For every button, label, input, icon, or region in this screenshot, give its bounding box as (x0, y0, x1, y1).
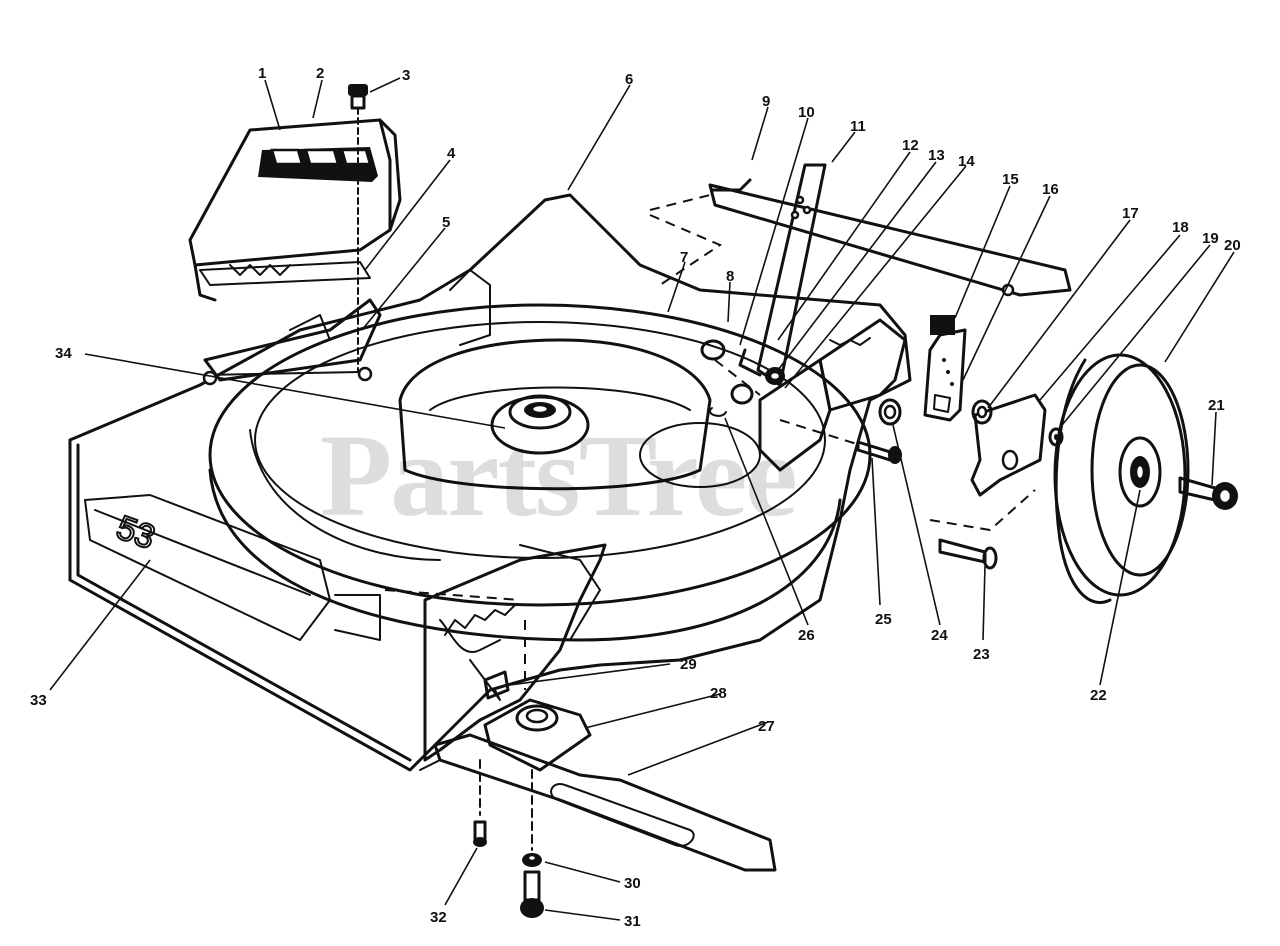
callout-6: 6 (625, 71, 633, 88)
callout-29: 29 (680, 656, 697, 673)
callout-15: 15 (1002, 171, 1019, 188)
rear-door (188, 118, 402, 302)
callout-30: 30 (624, 875, 641, 892)
small-hardware (700, 339, 785, 417)
blade-bolt-31 (520, 769, 544, 918)
callout-1: 1 (258, 65, 266, 82)
callout-22: 22 (1090, 687, 1107, 704)
callout-21: 21 (1208, 397, 1225, 414)
callouts: 1 2 3 4 5 6 7 8 9 10 11 12 13 14 15 16 1… (30, 65, 1241, 930)
callout-32: 32 (430, 909, 447, 926)
callout-12: 12 (902, 137, 919, 154)
bolt-23 (938, 538, 998, 570)
bolt-3 (348, 84, 368, 373)
height-adjust-lever (738, 163, 827, 387)
callout-17: 17 (1122, 205, 1139, 222)
callout-33: 33 (30, 692, 47, 709)
callout-23: 23 (973, 646, 990, 663)
callout-20: 20 (1224, 237, 1241, 254)
callout-4: 4 (447, 145, 456, 162)
rear-axle-bar (649, 178, 1072, 297)
deck-badge: 53 (111, 508, 160, 557)
washer-24 (878, 398, 902, 426)
wheel-bracket (929, 393, 1047, 532)
callout-13: 13 (928, 147, 945, 164)
nut-17 (971, 399, 993, 425)
callout-24: 24 (931, 627, 948, 644)
watermark: PartsTree (320, 410, 796, 541)
callout-16: 16 (1042, 181, 1059, 198)
callout-9: 9 (762, 93, 770, 110)
key-29 (483, 620, 526, 700)
callout-31: 31 (624, 913, 641, 930)
height-adjust-bracket (923, 315, 967, 422)
callout-28: 28 (710, 685, 727, 702)
blade (419, 733, 777, 872)
callout-2: 2 (316, 65, 324, 82)
wheel-bolt-21 (1178, 476, 1238, 510)
callout-18: 18 (1172, 219, 1189, 236)
washer-30 (522, 853, 542, 867)
callout-34: 34 (55, 345, 72, 362)
callout-8: 8 (726, 268, 734, 285)
callout-14: 14 (958, 153, 975, 170)
callout-19: 19 (1202, 230, 1219, 247)
callout-27: 27 (758, 718, 775, 735)
bolt-25 (779, 419, 902, 464)
callout-11: 11 (850, 118, 866, 135)
callout-10: 10 (798, 104, 815, 121)
rear-wheel (1053, 353, 1190, 604)
leader-lines (49, 77, 1235, 921)
callout-25: 25 (875, 611, 892, 628)
bolt-32 (473, 759, 487, 847)
callout-26: 26 (798, 627, 815, 644)
callout-5: 5 (442, 214, 450, 231)
callout-3: 3 (402, 67, 410, 84)
callout-7: 7 (680, 249, 688, 266)
blade-adapter (483, 698, 592, 772)
